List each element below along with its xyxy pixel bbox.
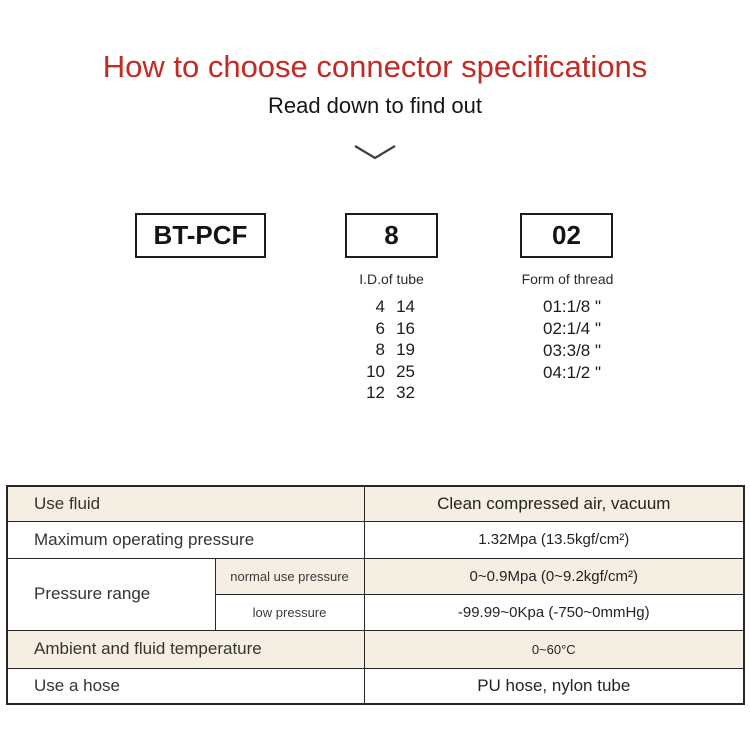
model-prefix-box: BT-PCF: [135, 213, 266, 258]
tube-od-value: 32: [396, 383, 415, 403]
spec-label: Use fluid: [6, 485, 365, 522]
spec-label: Maximum operating pressure: [6, 520, 365, 559]
spec-value: 0~0.9Mpa (0~9.2kgf/cm²): [363, 557, 745, 595]
thread-option: 01:1/8 ": [543, 297, 602, 316]
tube-od-value: 16: [396, 318, 415, 338]
spec-value: -99.99~0Kpa (-750~0mmHg): [363, 593, 745, 631]
thread-code-box: 02: [520, 213, 613, 258]
thread-option: 03:3/8 ": [543, 341, 602, 360]
thread-section-label: Form of thread: [521, 271, 614, 287]
tube-size-row: 12 32: [345, 382, 415, 404]
tube-od-value: 14: [396, 297, 415, 316]
tube-size-list: 4 14 6 16 8 19 10 25 12 32: [345, 296, 415, 404]
tube-id-value: 4: [375, 297, 385, 316]
tube-size-row: 4 14: [345, 296, 415, 318]
spec-sublabel: low pressure: [214, 593, 365, 631]
tube-size-row: 10 25: [345, 361, 415, 383]
tube-id-value: 10: [366, 361, 385, 381]
tube-id-value: 8: [375, 340, 385, 360]
tube-id-value: 12: [366, 383, 385, 403]
spec-label: Ambient and fluid temperature: [6, 629, 365, 669]
spec-label: Use a hose: [6, 667, 365, 705]
spec-sublabel: normal use pressure: [214, 557, 365, 595]
tube-id-value: 6: [375, 318, 385, 338]
thread-option: 04:1/2 ": [543, 363, 602, 382]
tube-size-row: 8 19: [345, 339, 415, 361]
spec-value: 1.32Mpa (13.5kgf/cm²): [363, 520, 745, 559]
spec-label: Pressure range: [6, 557, 216, 631]
tube-code-box: 8: [345, 213, 438, 258]
spec-row-pressure-range-normal: Pressure range normal use pressure 0~0.9…: [6, 557, 745, 631]
spec-row-pressure-range-low: low pressure -99.99~0Kpa (-750~0mmHg): [7, 593, 745, 631]
page-subtitle: Read down to find out: [267, 93, 483, 118]
tube-section-label: I.D.of tube: [359, 271, 424, 287]
chevron-down-icon: [354, 145, 396, 160]
spec-row-max-pressure: Maximum operating pressure 1.32Mpa (13.5…: [6, 520, 745, 559]
page-title: How to choose connector specifications: [102, 49, 648, 84]
spec-value: PU hose, nylon tube: [363, 667, 745, 705]
tube-size-row: 6 16: [345, 318, 415, 340]
thread-options-list: 01:1/8 " 02:1/4 " 03:3/8 " 04:1/2 ": [543, 296, 601, 384]
thread-option: 02:1/4 ": [543, 319, 602, 338]
spec-row-hose: Use a hose PU hose, nylon tube: [6, 667, 745, 705]
spec-value: 0~60°C: [363, 629, 745, 669]
spec-value: Clean compressed air, vacuum: [363, 485, 745, 522]
tube-od-value: 25: [396, 361, 415, 381]
spec-table: Use fluid Clean compressed air, vacuum M…: [6, 485, 745, 705]
tube-od-value: 19: [396, 340, 415, 360]
spec-row-temperature: Ambient and fluid temperature 0~60°C: [6, 629, 745, 669]
spec-row-use-fluid: Use fluid Clean compressed air, vacuum: [6, 485, 745, 522]
